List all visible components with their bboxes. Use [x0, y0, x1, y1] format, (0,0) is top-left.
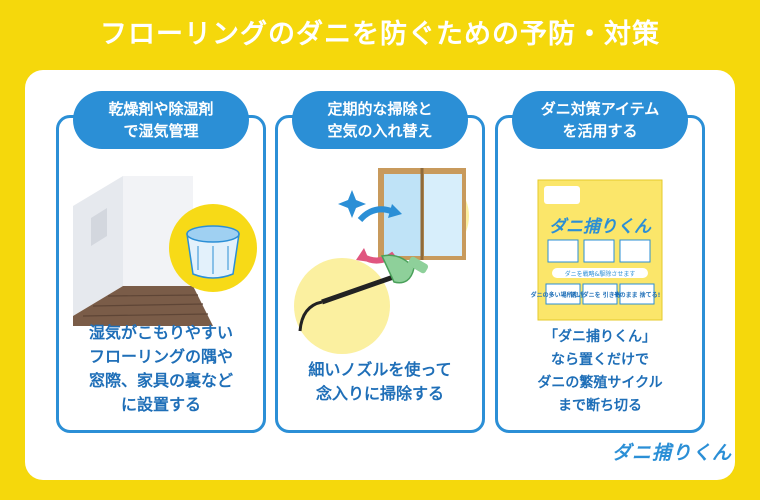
card-heading-pill: 定期的な掃除と 空気の入れ替え: [292, 91, 468, 149]
sliding-window-icon: [378, 168, 466, 260]
package-icon-bed: [619, 239, 651, 263]
card-body-line: フローリングの隅や: [88, 347, 233, 366]
window-icon: [91, 208, 107, 246]
card-body-line: 細いノズルを使って: [308, 360, 452, 379]
card-body-line: 「ダニ捕りくん」: [544, 329, 656, 345]
card-cleaning: 定期的な掃除と 空気の入れ替え 細いノズルを使って 念入りに掃除する: [275, 91, 485, 433]
card-heading-line: 乾燥剤や除湿剤: [108, 100, 214, 118]
package-product-name: ダニ捕りくん: [549, 217, 652, 237]
card-heading-line: を活用する: [562, 122, 638, 140]
card-body-line: 湿気がこもりやすい: [88, 323, 233, 342]
sparkle-icon: [338, 190, 366, 218]
card-body-line: なら置くだけで: [551, 352, 649, 368]
card-heading-line: 定期的な掃除と: [327, 100, 433, 118]
package-step-2: 誘いダニを 引き寄せ!: [571, 291, 630, 299]
card-heading-pill: ダニ対策アイテム を活用する: [512, 91, 688, 149]
package-step-1: ダニの多い場所に 置く!: [531, 291, 596, 299]
card-heading-pill: 乾燥剤や除湿剤 で湿気管理: [73, 91, 249, 149]
page-title: フローリングのダニを防ぐための予防・対策: [100, 19, 660, 50]
card-humidity: 乾燥剤や除湿剤 で湿気管理 湿気がこもりやすい フローリングの隅や 窓際、家具の…: [56, 91, 266, 433]
card-body: 湿気がこもりやすい フローリングの隅や 窓際、家具の裏など に設置する: [59, 321, 263, 417]
vacuum-nozzle-icon: [298, 254, 429, 332]
card-body: 細いノズルを使って 念入りに掃除する: [278, 358, 482, 406]
card-heading-line: で湿気管理: [123, 122, 199, 140]
package-icon-sofa: [547, 239, 579, 263]
card-mite-trap: ダニ対策アイテム を活用する ダニ捕りくん ダニを戦略&駆除させます ダニの多い…: [495, 91, 705, 433]
dehumidifier-container-icon: [186, 225, 240, 279]
card-body: 「ダニ捕りくん」 なら置くだけで ダニの繁殖サイクル まで断ち切る: [498, 326, 702, 418]
card-heading-line: 空気の入れ替え: [327, 122, 433, 140]
package-step-3: そのまま 捨てる!: [614, 291, 661, 299]
package-tagline: ダニを戦略&駆除させます: [565, 270, 636, 278]
window-and-vacuum-illustration: [294, 168, 469, 354]
card-body-line: ダニの繁殖サイクル: [537, 375, 663, 391]
room-dehumidifier-illustration: [73, 176, 257, 326]
product-package-illustration: ダニ捕りくん ダニを戦略&駆除させます ダニの多い場所に 置く! 誘いダニを 引…: [531, 179, 663, 321]
card-body-line: に設置する: [120, 395, 201, 414]
card-body-line: まで断ち切る: [558, 398, 642, 414]
nozzle-highlight-circle: [294, 258, 390, 354]
card-body-line: 念入りに掃除する: [315, 384, 444, 403]
card-body-line: 窓際、家具の裏など: [88, 371, 233, 390]
package-badge: [544, 186, 580, 204]
brand-logo: ダニ捕りくん: [612, 442, 733, 464]
package-icon-closet: [583, 239, 615, 263]
card-heading-line: ダニ対策アイテム: [540, 100, 660, 118]
